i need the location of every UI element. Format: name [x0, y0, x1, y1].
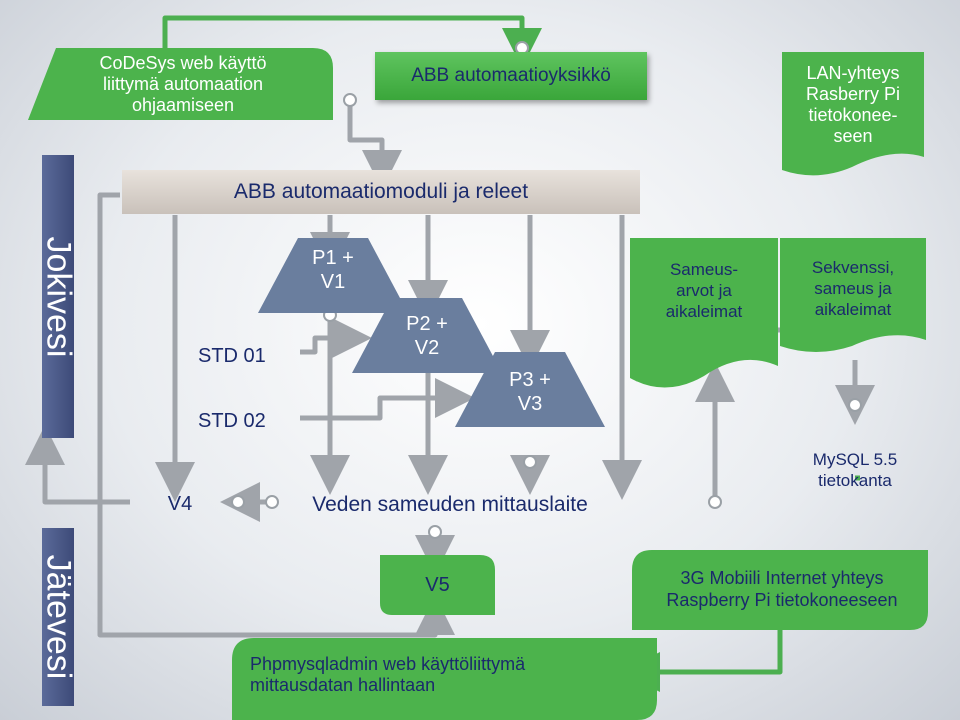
- sidebar-label-jokivesi: Jokivesi: [39, 236, 78, 357]
- p3v3-shape: [455, 352, 605, 427]
- arrow-std02-p3: [300, 378, 475, 421]
- arrow-std01-p2: [300, 318, 372, 358]
- codesys-label: CoDeSys web käyttö liittymä automaation …: [99, 52, 267, 115]
- codesys-shape: [28, 48, 333, 120]
- abb-module-box: ABB automaatiomoduli ja releet: [122, 170, 640, 214]
- sidebar-jatevesi: Jätevesi: [40, 528, 78, 706]
- sekvenssi-doc-shape: [780, 238, 926, 352]
- arrow-codesys-to-module: [347, 100, 402, 190]
- arrow-3g-to-php: [620, 630, 783, 692]
- arrow-left-loop: [97, 192, 455, 638]
- p2v2-shape: [352, 298, 502, 373]
- mittauslaite-label: Veden sameuden mittauslaite: [312, 493, 588, 516]
- arrow-top-loop: [162, 15, 542, 68]
- mobile-label: 3G Mobiili Internet yhteys Raspberry Pi …: [666, 568, 898, 610]
- v5-shape: [380, 555, 495, 615]
- sidebar-jokivesi: Jokivesi: [40, 155, 78, 438]
- std01-label: STD 01: [198, 345, 266, 367]
- phpmyadmin-label: Phpmysqladmin web käyttöliittymä mittaus…: [250, 654, 526, 695]
- sameus-doc-label: Sameus- arvot ja aikaleimat: [665, 259, 743, 321]
- std02-label: STD 02: [198, 410, 266, 432]
- p3v3-label: P3 + V3: [509, 369, 551, 415]
- sameus-doc-shape: [630, 238, 778, 388]
- p1v1-label: P1 + V1: [312, 247, 354, 293]
- arrow-v4-left: [25, 425, 130, 505]
- p1v1-shape: [258, 238, 408, 313]
- abb-unit-box: ABB automaatioyksikkö: [375, 52, 647, 100]
- mysql-label: MySQL 5.5 tietokanta: [812, 450, 898, 490]
- phpmyadmin-shape: [232, 638, 657, 720]
- sekvenssi-doc-label: Sekvenssi, sameus ja aikaleimat: [811, 257, 895, 319]
- mobile-shape: [632, 550, 928, 630]
- v5-label: V5: [425, 573, 450, 596]
- sidebar-label-jatevesi: Jätevesi: [39, 554, 78, 680]
- p2v2-label: P2 + V2: [406, 313, 448, 359]
- lan-shape: [782, 52, 924, 176]
- v4-label: V4: [167, 492, 193, 515]
- lan-label: LAN-yhteys Rasberry Pi tietokonee- seen: [805, 63, 901, 146]
